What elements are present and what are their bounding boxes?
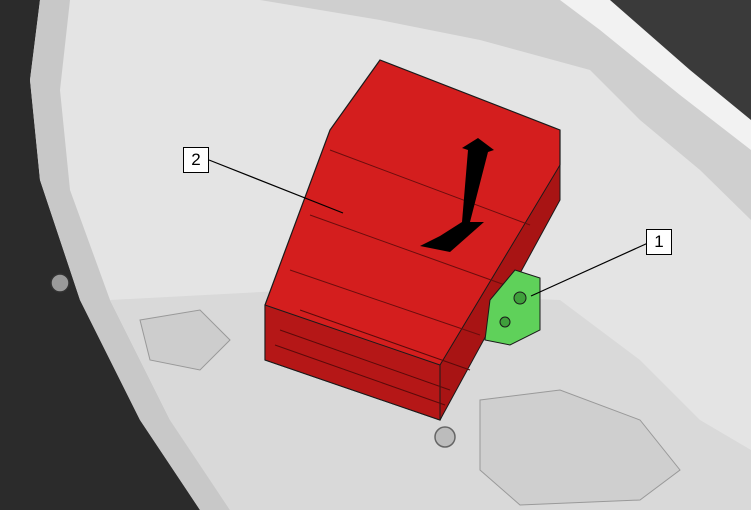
side-bolt [51, 274, 69, 292]
callout-2: 2 [183, 147, 209, 173]
callout-1: 1 [646, 229, 672, 255]
mounting-bolt [435, 427, 455, 447]
